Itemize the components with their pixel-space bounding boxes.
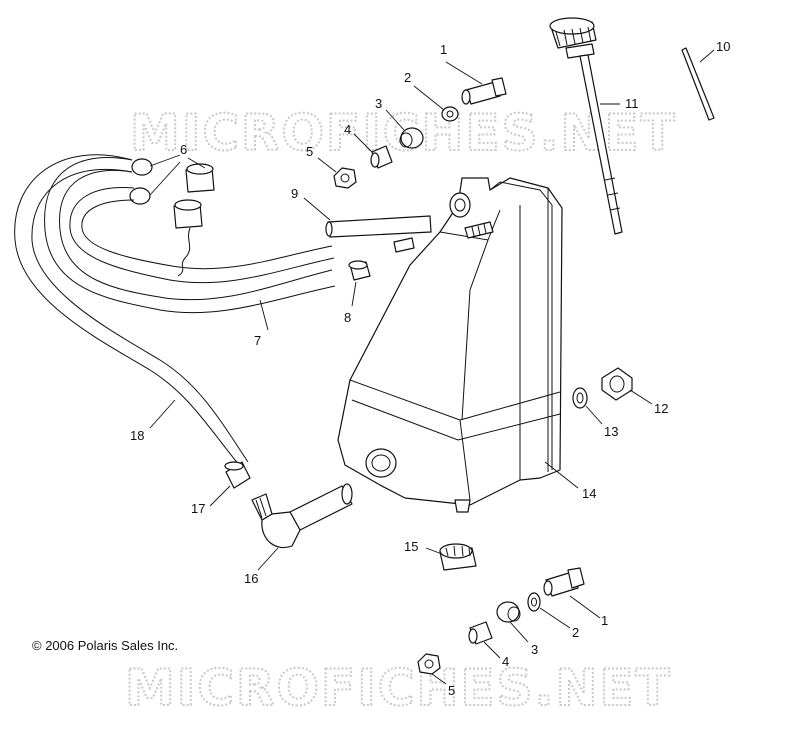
callout-6: 6 — [180, 142, 187, 157]
callout-3-top: 3 — [375, 96, 382, 111]
watermark-bottom: MICROFICHES.NET — [125, 659, 672, 717]
callout-18: 18 — [130, 428, 144, 443]
callout-10: 10 — [716, 39, 730, 54]
bottom-hardware — [417, 567, 601, 685]
callout-11: 11 — [625, 96, 639, 111]
callout-8: 8 — [344, 310, 351, 325]
callout-1-top: 1 — [440, 42, 447, 57]
fitting — [348, 260, 371, 307]
callout-2-bottom: 2 — [572, 625, 579, 640]
callout-2-top: 2 — [404, 70, 411, 85]
callout-5-bottom: 5 — [448, 683, 455, 698]
callout-12: 12 — [654, 401, 668, 416]
coupling — [209, 461, 251, 507]
callout-4-bottom: 4 — [502, 654, 509, 669]
hoses — [14, 154, 336, 467]
copyright-notice: © 2006 Polaris Sales Inc. — [32, 638, 178, 653]
callout-17: 17 — [191, 501, 205, 516]
callout-5-top: 5 — [306, 144, 313, 159]
clamps-and-plugs — [129, 154, 215, 277]
cap — [425, 543, 477, 571]
callout-16: 16 — [244, 571, 258, 586]
drain-plug — [572, 367, 653, 425]
rod — [681, 47, 715, 121]
callout-13: 13 — [604, 424, 618, 439]
dipstick — [549, 17, 623, 235]
callout-1-bottom: 1 — [601, 613, 608, 628]
callout-3-bottom: 3 — [531, 642, 538, 657]
callout-14: 14 — [582, 486, 596, 501]
top-hardware — [317, 61, 507, 189]
callout-7: 7 — [254, 333, 261, 348]
callout-9: 9 — [291, 186, 298, 201]
tube — [303, 197, 432, 238]
oil-tank — [337, 177, 579, 513]
callout-4-top: 4 — [344, 122, 351, 137]
callout-15: 15 — [404, 539, 418, 554]
elbow-fitting — [251, 483, 353, 571]
